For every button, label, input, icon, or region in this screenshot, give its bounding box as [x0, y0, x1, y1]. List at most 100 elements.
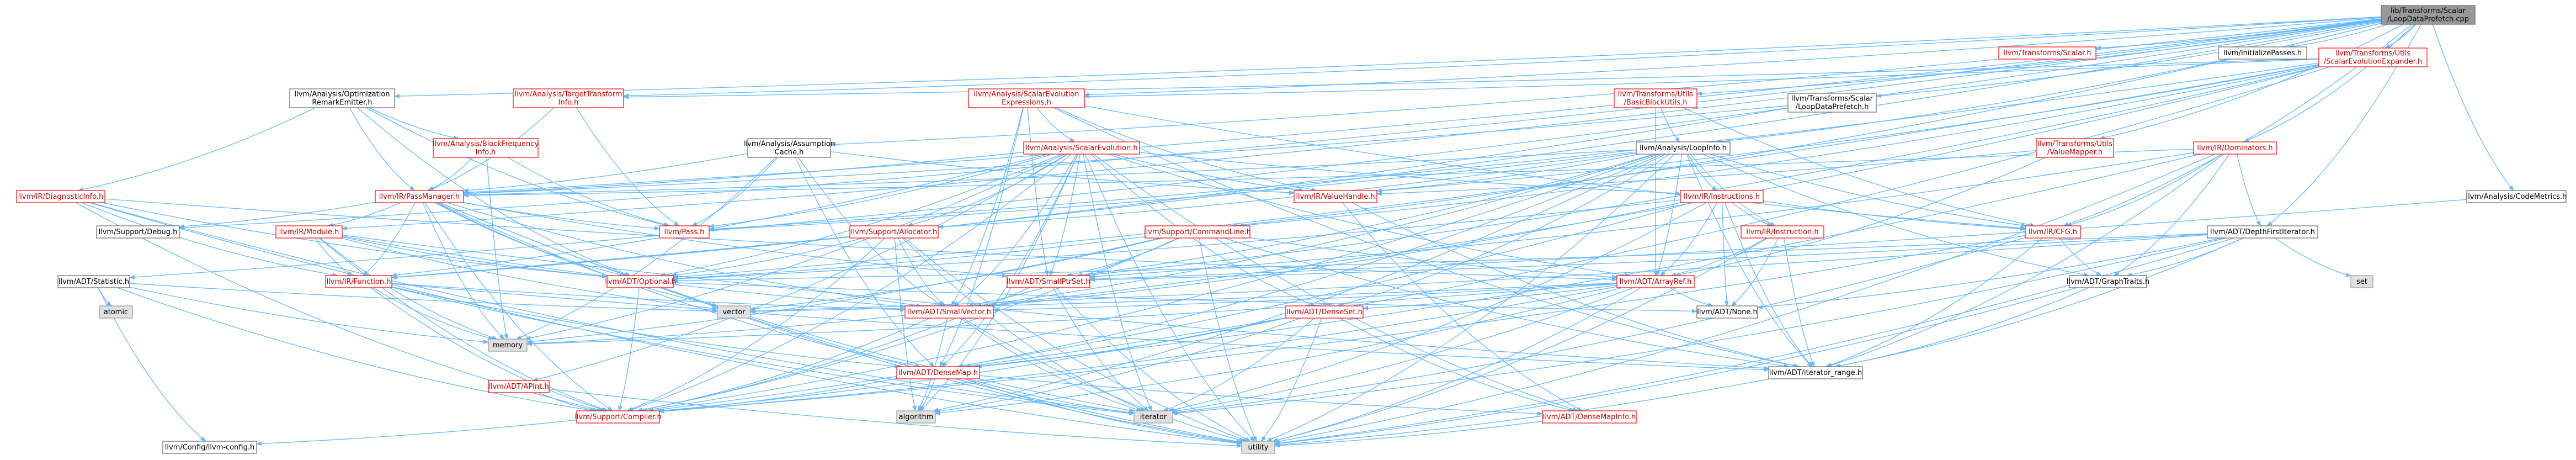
node-compiler[interactable]: llvm/Support/Compiler.h — [574, 410, 662, 424]
node-statistic[interactable]: llvm/ADT/Statistic.h — [57, 275, 130, 288]
edge-cmdline-to-optional — [673, 236, 1146, 281]
node-function[interactable]: llvm/IR/Function.h — [325, 275, 392, 288]
node-passh[interactable]: llvm/Pass.h — [659, 225, 710, 239]
node-smallvector[interactable]: llvm/ADT/SmallVector.h — [904, 305, 994, 319]
node-cfg[interactable]: llvm/IR/CFG.h — [2025, 225, 2081, 239]
node-se[interactable]: llvm/Analysis/ScalarEvolution.h — [1023, 141, 1140, 155]
node-valuehandle[interactable]: llvm/IR/ValueHandle.h — [1294, 190, 1377, 203]
edge-dfi-to-iterrange — [1834, 237, 2244, 368]
node-box-module — [275, 225, 343, 239]
node-ore[interactable]: llvm/Analysis/OptimizationRemarkEmitter.… — [289, 88, 395, 108]
node-label-sexpr-0: llvm/Analysis/ScalarEvolution — [974, 91, 1079, 99]
node-algorithm: algorithm — [896, 410, 936, 424]
edge-dominators-to-smallptrset — [1089, 152, 2194, 279]
edge-se-to-valuehandle — [1113, 154, 1305, 192]
node-scalarh[interactable]: llvm/Transforms/Scalar.h — [1998, 46, 2096, 60]
node-label-loopinfo-0: llvm/Analysis/LoopInfo.h — [1640, 144, 1727, 152]
edge-loopinfo-to-allocator — [938, 152, 1637, 229]
node-loopinfo[interactable]: llvm/Analysis/LoopInfo.h — [1636, 141, 1731, 155]
node-dominators[interactable]: llvm/IR/Dominators.h — [2193, 141, 2277, 155]
edge-arrayref-to-smallvector — [993, 283, 1617, 313]
edge-ore-to-passmgr — [349, 107, 416, 191]
node-sexpr[interactable]: llvm/Analysis/ScalarEvolutionExpressions… — [968, 88, 1085, 108]
node-arrayref[interactable]: llvm/ADT/ArrayRef.h — [1616, 275, 1695, 288]
edge-module-to-function — [315, 237, 353, 276]
node-instruction[interactable]: llvm/IR/Instruction.h — [1741, 225, 1824, 239]
edge-root-to-cmdline — [1231, 23, 2382, 228]
node-label-codemetrics-0: llvm/Analysis/CodeMetrics.h — [2466, 193, 2567, 201]
node-label-root-0: lib/Transforms/Scalar — [2391, 7, 2466, 15]
node-none[interactable]: llvm/ADT/None.h — [1696, 305, 1758, 319]
edge-cfg-to-iterator — [1172, 237, 2026, 415]
node-apint[interactable]: llvm/ADT/APInt.h — [488, 380, 550, 393]
edge-allocator-to-smallvector — [898, 237, 946, 306]
edge-densemaph-to-compiler — [659, 378, 897, 413]
edge-passmgr-to-smallptrset — [463, 202, 1008, 278]
edge-tsldp-to-function — [391, 108, 1789, 280]
node-vector: vector — [717, 305, 751, 319]
edge-see-to-passh — [709, 62, 2319, 231]
edge-module-to-vector — [341, 237, 718, 311]
node-supdebug[interactable]: llvm/Support/Debug.h — [96, 225, 180, 239]
node-box-densemaph — [896, 366, 980, 379]
edge-loopinfo-to-passh — [709, 151, 1637, 232]
node-passmgr[interactable]: llvm/IR/PassManager.h — [375, 190, 464, 203]
node-vmapper[interactable]: llvm/Transforms/Utils/ValueMapper.h — [2036, 138, 2114, 158]
edge-arrayref-to-compiler — [659, 286, 1617, 414]
node-densemaph[interactable]: llvm/ADT/DenseMap.h — [896, 366, 980, 379]
node-label-passh-0: llvm/Pass.h — [664, 228, 704, 236]
node-graphtraits[interactable]: llvm/ADT/GraphTraits.h — [2067, 275, 2149, 288]
edge-se-to-iterator — [1083, 154, 1152, 411]
node-codemetrics[interactable]: llvm/Analysis/CodeMetrics.h — [2466, 190, 2567, 203]
edge-loopinfo-to-smallptrset — [1077, 154, 1654, 277]
edge-statistic-to-atomic — [98, 287, 112, 306]
edge-statistic-to-vector — [129, 283, 718, 314]
node-label-densemapinfo-0: llvm/ADT/DenseMapInfo.h — [1543, 413, 1636, 421]
node-diaginfo[interactable]: llvm/IR/DiagnosticInfo.h — [16, 190, 105, 203]
node-label-instruction-0: llvm/IR/Instruction.h — [1746, 228, 1818, 236]
node-see[interactable]: llvm/Transforms/Utils/ScalarEvolutionExp… — [2318, 47, 2428, 67]
node-config[interactable]: llvm/Config/llvm-config.h — [162, 441, 257, 454]
node-initpasses[interactable]: llvm/InitializePasses.h — [2218, 46, 2307, 60]
edge-see-to-cmdline — [1238, 65, 2319, 228]
edge-ore-to-bfi — [369, 107, 459, 140]
node-box-dominators — [2193, 141, 2277, 155]
node-box-arrayref — [1616, 275, 1695, 288]
node-label-smallvector-0: llvm/ADT/SmallVector.h — [907, 308, 991, 316]
node-label-function-0: llvm/IR/Function.h — [327, 278, 391, 286]
node-module[interactable]: llvm/IR/Module.h — [275, 225, 343, 239]
node-label-diaginfo-0: llvm/IR/DiagnosticInfo.h — [18, 193, 104, 201]
node-box-algorithm — [896, 410, 936, 424]
node-box-cmdline — [1145, 225, 1250, 239]
node-box-diaginfo — [16, 190, 105, 203]
edge-ac-to-passmgr — [463, 153, 748, 193]
node-dfi[interactable]: llvm/ADT/DepthFirstIterator.h — [2207, 225, 2318, 239]
node-label-graphtraits-0: llvm/ADT/GraphTraits.h — [2067, 278, 2149, 286]
node-cmdline[interactable]: llvm/Support/CommandLine.h — [1144, 225, 1251, 239]
edge-se-to-memory — [525, 154, 1065, 341]
node-smallptrset[interactable]: llvm/ADT/SmallPtrSet.h — [1007, 275, 1090, 288]
node-optional[interactable]: llvm/ADT/Optional.h — [604, 275, 677, 288]
node-instructions[interactable]: llvm/IR/Instructions.h — [1680, 190, 1764, 203]
edge-module-to-iterrange — [342, 234, 1769, 371]
edge-module-to-compiler — [318, 237, 609, 411]
node-label-vmapper-0: llvm/Transforms/Utils — [2037, 140, 2113, 149]
node-bbu[interactable]: llvm/Transforms/Utils/BasicBlockUtils.h — [1614, 88, 1697, 108]
edge-smallptrset-to-utility — [1056, 287, 1251, 442]
node-label-algorithm-0: algorithm — [899, 413, 934, 421]
node-iterrange[interactable]: llvm/ADT/iterator_range.h — [1768, 366, 1863, 379]
edge-densemap-to-utility — [1260, 318, 1322, 442]
node-box-passh — [659, 225, 710, 239]
edge-smallptrset-to-iterator — [1052, 287, 1149, 411]
node-label-tti-1: Info.h — [558, 99, 579, 107]
node-root[interactable]: lib/Transforms/Scalar/LoopDataPrefetch.c… — [2381, 5, 2476, 25]
node-tsldp[interactable]: llvm/Transforms/Scalar/LoopDataPrefetch.… — [1787, 93, 1877, 113]
node-densemapinfo[interactable]: llvm/ADT/DenseMapInfo.h — [1542, 410, 1637, 424]
edge-codemetrics-to-smallptrset — [1089, 199, 2467, 282]
node-densemap[interactable]: llvm/ADT/DenseSet.h — [1285, 305, 1364, 319]
node-box-memory — [488, 339, 528, 352]
node-allocator[interactable]: llvm/Support/Allocator.h — [849, 225, 939, 239]
